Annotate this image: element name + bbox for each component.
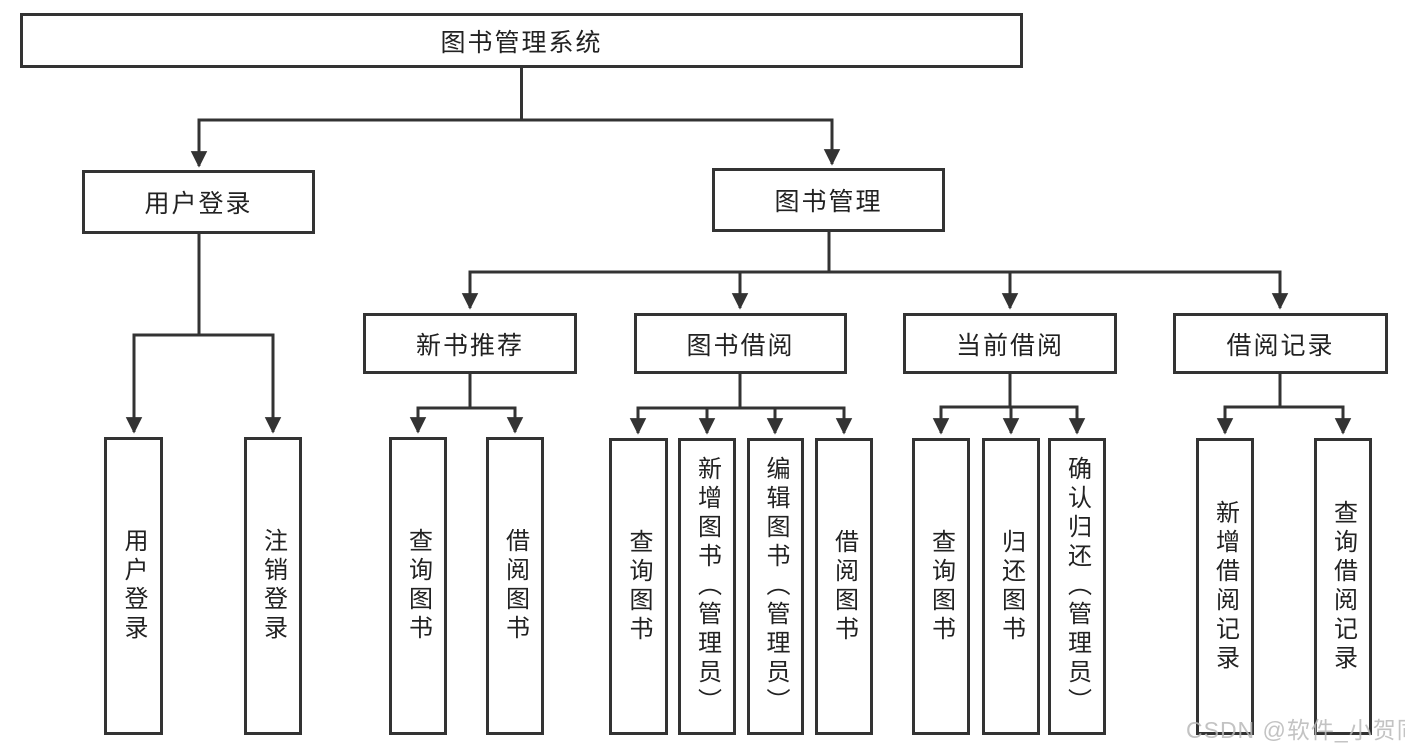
- node-label: 当前借阅: [955, 331, 1064, 360]
- node-label: 新书推荐: [415, 331, 524, 360]
- leaf-query-books-borrow: 查询图书: [609, 438, 668, 735]
- node-book-borrow: 图书借阅: [634, 313, 847, 374]
- node-label: 图书管理系统: [440, 28, 603, 57]
- leaf-edit-book-admin: 编辑图书（管理员）: [747, 438, 804, 735]
- node-label: 借阅图书: [830, 528, 858, 645]
- node-label: 借阅图书: [501, 528, 529, 644]
- node-label: 确认归还（管理员）: [1063, 456, 1091, 717]
- leaf-query-books-current: 查询图书: [912, 438, 970, 735]
- node-label: 新增图书（管理员）: [693, 456, 721, 717]
- node-label: 新增借阅记录: [1211, 499, 1239, 674]
- node-current-borrow: 当前借阅: [903, 313, 1117, 374]
- leaf-borrow-books-recommend: 借阅图书: [486, 437, 544, 735]
- node-book-management: 图书管理: [712, 168, 945, 232]
- leaf-query-books-recommend: 查询图书: [389, 437, 447, 735]
- node-label: 用户登录: [144, 190, 253, 218]
- node-label: 归还图书: [997, 528, 1025, 645]
- node-new-book-recommend: 新书推荐: [363, 313, 577, 374]
- leaf-user-login: 用户登录: [104, 437, 163, 735]
- plain-segments: [132, 68, 1345, 410]
- leaf-add-book-admin: 新增图书（管理员）: [678, 438, 736, 735]
- node-label: 查询图书: [927, 528, 955, 645]
- node-label: 查询图书: [625, 528, 652, 645]
- leaf-return-book: 归还图书: [982, 438, 1040, 735]
- leaf-confirm-return-admin: 确认归还（管理员）: [1048, 438, 1106, 735]
- node-label: 借阅记录: [1226, 331, 1335, 360]
- leaf-add-borrow-record: 新增借阅记录: [1196, 438, 1254, 735]
- leaf-logout: 注销登录: [244, 437, 302, 735]
- node-label: 查询图书: [404, 528, 432, 644]
- node-label: 注销登录: [259, 528, 287, 644]
- csdn-watermark: CSDN @软件_小贺同学: [1186, 717, 1405, 743]
- node-library-system: 图书管理系统: [20, 13, 1023, 68]
- node-label: 图书管理: [774, 188, 883, 216]
- node-label: 查询借阅记录: [1329, 499, 1357, 674]
- leaf-query-borrow-record: 查询借阅记录: [1314, 438, 1372, 735]
- leaf-borrow-books-borrow: 借阅图书: [815, 438, 873, 735]
- node-user-login: 用户登录: [82, 170, 315, 234]
- node-borrow-records: 借阅记录: [1173, 313, 1388, 374]
- node-label: 图书借阅: [686, 331, 795, 360]
- arrow-segments: [125, 120, 1352, 435]
- node-label: 编辑图书（管理员）: [762, 456, 789, 717]
- node-label: 用户登录: [120, 528, 147, 644]
